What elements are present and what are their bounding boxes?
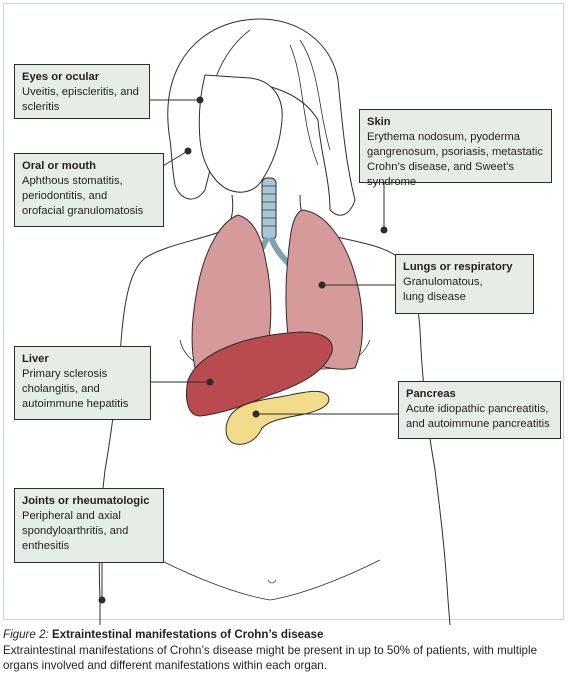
callout-joints-body: Peripheral and axial spondyloarthritis, … xyxy=(22,510,129,552)
trachea-rings xyxy=(262,185,276,227)
callout-lungs-body: Granulomatous, lung disease xyxy=(403,276,483,303)
callout-oral-title: Oral or mouth xyxy=(22,160,96,172)
hair xyxy=(167,18,356,216)
callout-joints: Joints or rheumatologic Peripheral and a… xyxy=(14,488,164,563)
callout-skin-body: Erythema nodosum, pyoderma gangrenosum, … xyxy=(367,131,543,188)
callout-eyes-body: Uveitis, episcleritis, and scleritis xyxy=(22,86,139,113)
pin-oral xyxy=(184,147,192,155)
callout-liver-body: Primary sclerosis cholangitis, and autoi… xyxy=(22,368,129,410)
callout-eyes-title: Eyes or ocular xyxy=(22,71,100,83)
caption-figure-label: Figure 2: xyxy=(3,628,49,641)
callout-joints-title: Joints or rheumatologic xyxy=(22,495,150,507)
callout-liver-title: Liver xyxy=(22,353,49,365)
face-outline xyxy=(198,74,283,193)
figure-caption: Figure 2: Extraintestinal manifestations… xyxy=(3,627,563,674)
callout-oral: Oral or mouth Aphthous stomatitis, perio… xyxy=(14,153,164,227)
trachea xyxy=(261,177,277,241)
hip-line xyxy=(159,559,381,601)
pin-eyes xyxy=(196,96,204,104)
pin-lungs xyxy=(318,281,326,289)
callout-eyes: Eyes or ocular Uveitis, episcleritis, an… xyxy=(14,64,150,119)
connector-lines xyxy=(98,96,398,604)
pin-skin xyxy=(380,226,388,234)
callout-oral-body: Aphthous stomatitis, periodontitis, and … xyxy=(22,175,144,217)
navel xyxy=(267,579,277,584)
callout-lungs: Lungs or respiratory Granulomatous, lung… xyxy=(395,254,534,314)
callout-skin: Skin Erythema nodosum, pyoderma gangreno… xyxy=(359,109,552,188)
callout-lungs-title: Lungs or respiratory xyxy=(403,261,513,273)
callout-pancreas-title: Pancreas xyxy=(406,388,456,400)
pin-pancreas xyxy=(252,410,260,418)
liver xyxy=(186,331,333,417)
callout-pancreas-body: Acute idiopathic pancreatitis, and autoi… xyxy=(406,403,550,430)
pin-liver xyxy=(206,378,214,386)
pin-joints xyxy=(98,596,106,604)
callout-skin-title: Skin xyxy=(367,116,391,128)
caption-text: Extraintestinal manifestations of Crohn’… xyxy=(3,643,538,673)
right-lung xyxy=(285,209,363,370)
caption-title: Extraintestinal manifestations of Crohn’… xyxy=(52,628,324,641)
caption-heading: Figure 2: Extraintestinal manifestations… xyxy=(3,627,563,643)
callout-liver: Liver Primary sclerosis cholangitis, and… xyxy=(14,346,151,420)
callout-pancreas: Pancreas Acute idiopathic pancreatitis, … xyxy=(398,381,561,439)
